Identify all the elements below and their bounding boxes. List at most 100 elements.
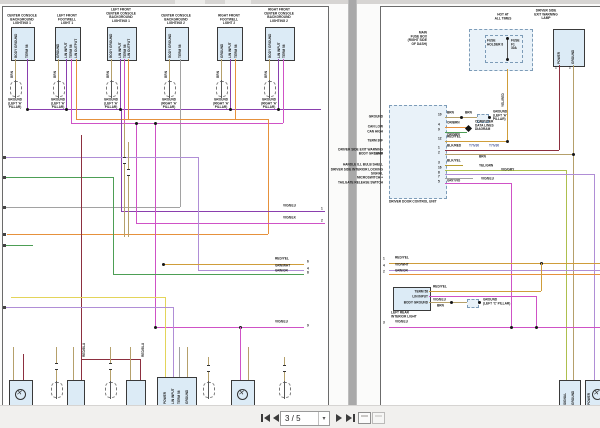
wire-label: OR/BRN bbox=[447, 121, 460, 125]
ground-symbol bbox=[10, 80, 22, 98]
pin-label: POWER bbox=[587, 392, 592, 405]
component-title: LEFT FRONT CENTER CONSOLE BACKGROUND LIG… bbox=[106, 8, 136, 23]
wire bbox=[128, 59, 129, 119]
page-selector[interactable]: 3 / 5 ▾ bbox=[280, 411, 330, 426]
unit-pin-label: TERM 30F bbox=[367, 139, 383, 143]
tile-pages-icon[interactable] bbox=[372, 412, 385, 424]
pin-label: GROUND bbox=[571, 390, 576, 405]
unit-pin-label: DRIVER SIDE INTERIOR LOCKING bbox=[330, 168, 383, 172]
junction-dot bbox=[135, 122, 138, 125]
pin-number: 1 bbox=[555, 66, 557, 70]
component-title: RIGHT FRONT FOOTWELL LIGHT 2 bbox=[218, 14, 240, 26]
wire-label: BRN bbox=[216, 71, 221, 78]
wire-label: YEL/GRN bbox=[479, 164, 494, 168]
unit-pin-label: TAILGATE RELEASE SWITCH bbox=[338, 181, 383, 185]
wire bbox=[136, 123, 137, 223]
pin-number: 4 bbox=[438, 123, 440, 127]
pin-label: TERM 58 bbox=[178, 44, 183, 59]
junction-dot bbox=[162, 263, 165, 266]
wire bbox=[73, 347, 74, 380]
pin-label: LIN INPUT bbox=[412, 295, 428, 299]
pin-number: 16 bbox=[438, 166, 442, 170]
wire-label: VIO/GRY bbox=[501, 168, 515, 172]
wire bbox=[240, 327, 241, 380]
wire-label: VIO/BLU bbox=[275, 320, 288, 324]
edge-pin bbox=[3, 244, 6, 247]
connector-box bbox=[467, 299, 479, 308]
pin-number: 10 bbox=[438, 113, 442, 117]
component-box: GROUND LIN INPUT TERM 58 LIN OUTPUT bbox=[55, 27, 81, 61]
wire bbox=[566, 170, 567, 380]
detach-page-icon[interactable] bbox=[358, 412, 371, 424]
wire bbox=[221, 59, 222, 81]
wire-label: BRN bbox=[465, 111, 472, 115]
wire bbox=[429, 302, 467, 303]
left-diagram-page: CENTER CONSOLE BACKGROUND LIGHTING 1 LEF… bbox=[2, 6, 329, 413]
wire-label: BRN bbox=[447, 111, 454, 115]
wire bbox=[27, 59, 28, 109]
wire bbox=[3, 307, 173, 308]
wire bbox=[11, 297, 165, 298]
component-box: POWER GROUND bbox=[585, 380, 600, 408]
junction-dot bbox=[460, 116, 463, 119]
wire-label: BRN bbox=[479, 155, 486, 159]
ground-caption: GROUND (LEFT 'A' PILLAR) bbox=[7, 98, 23, 110]
next-page-button[interactable] bbox=[333, 412, 345, 424]
bulb-icon bbox=[15, 389, 26, 400]
pin-number: 7 bbox=[438, 175, 440, 179]
pin-label: TERM 58 bbox=[234, 44, 239, 59]
wire bbox=[76, 119, 268, 120]
pin-number: 6 bbox=[307, 260, 309, 264]
wire bbox=[268, 119, 269, 234]
junction-dot bbox=[154, 326, 157, 329]
wire bbox=[121, 211, 325, 212]
pin-number: 4 bbox=[383, 264, 385, 268]
fuse-element bbox=[507, 37, 508, 61]
component-box bbox=[67, 380, 85, 408]
component-box: BODY GROUND LIN INPUT TERM 58 LIN OUTPUT bbox=[107, 27, 137, 61]
wire bbox=[169, 59, 170, 81]
last-page-icon bbox=[345, 414, 352, 422]
ground-caption: GROUND (LEFT 'A' PILLAR) bbox=[50, 98, 66, 110]
wire bbox=[3, 177, 113, 178]
component-box bbox=[231, 380, 255, 408]
pin-label: BODY GROUND bbox=[403, 301, 428, 305]
data-lines-caption: COMPUTER DATA LINES DIAGRAM bbox=[475, 120, 494, 132]
pin-number: 1 bbox=[383, 257, 385, 261]
previous-page-button[interactable] bbox=[270, 412, 282, 424]
wire bbox=[179, 347, 180, 380]
pin-number: 2 bbox=[569, 66, 571, 70]
fuse-terminal bbox=[506, 58, 509, 61]
wire-label: VIO/BLU bbox=[283, 204, 296, 208]
hot-at-all-times-label: HOT AT ALL TIMES bbox=[494, 13, 512, 21]
wire bbox=[235, 59, 236, 119]
junction-dot bbox=[26, 108, 29, 111]
last-page-button[interactable] bbox=[344, 412, 356, 424]
wire bbox=[445, 183, 511, 184]
wire-label: RED/YEL bbox=[433, 285, 447, 289]
pin-number: 4 bbox=[307, 267, 309, 271]
wire bbox=[389, 270, 600, 271]
junction-dot bbox=[506, 140, 509, 143]
wire bbox=[248, 347, 249, 380]
previous-page-icon bbox=[273, 414, 279, 422]
wire bbox=[445, 150, 559, 151]
pin-number: 3 bbox=[383, 321, 385, 325]
pin-number: 8 bbox=[438, 171, 440, 175]
wire bbox=[445, 154, 573, 155]
pin-number: 5 bbox=[438, 180, 440, 184]
wire bbox=[3, 245, 33, 246]
left-rear-interior-light-box: TERM 58 LIN INPUT BODY GROUND bbox=[393, 287, 431, 311]
wire-label: BLK/YEL bbox=[447, 159, 461, 163]
ground-caption: GROUND (RIGHT 'A' PILLAR) bbox=[261, 98, 277, 110]
first-page-button[interactable] bbox=[259, 412, 271, 424]
unit-pin-label: DRIVER SIDE EXIT WARNING LAMP bbox=[338, 148, 383, 156]
wire bbox=[198, 270, 304, 271]
wire bbox=[594, 174, 595, 380]
wire-label: BRN bbox=[264, 71, 269, 78]
ground-symbol bbox=[203, 381, 215, 399]
junction-dot bbox=[450, 301, 453, 304]
connector-ref: T7h/30 bbox=[489, 144, 500, 148]
chevron-down-icon[interactable]: ▾ bbox=[318, 412, 329, 425]
wire bbox=[113, 177, 114, 274]
